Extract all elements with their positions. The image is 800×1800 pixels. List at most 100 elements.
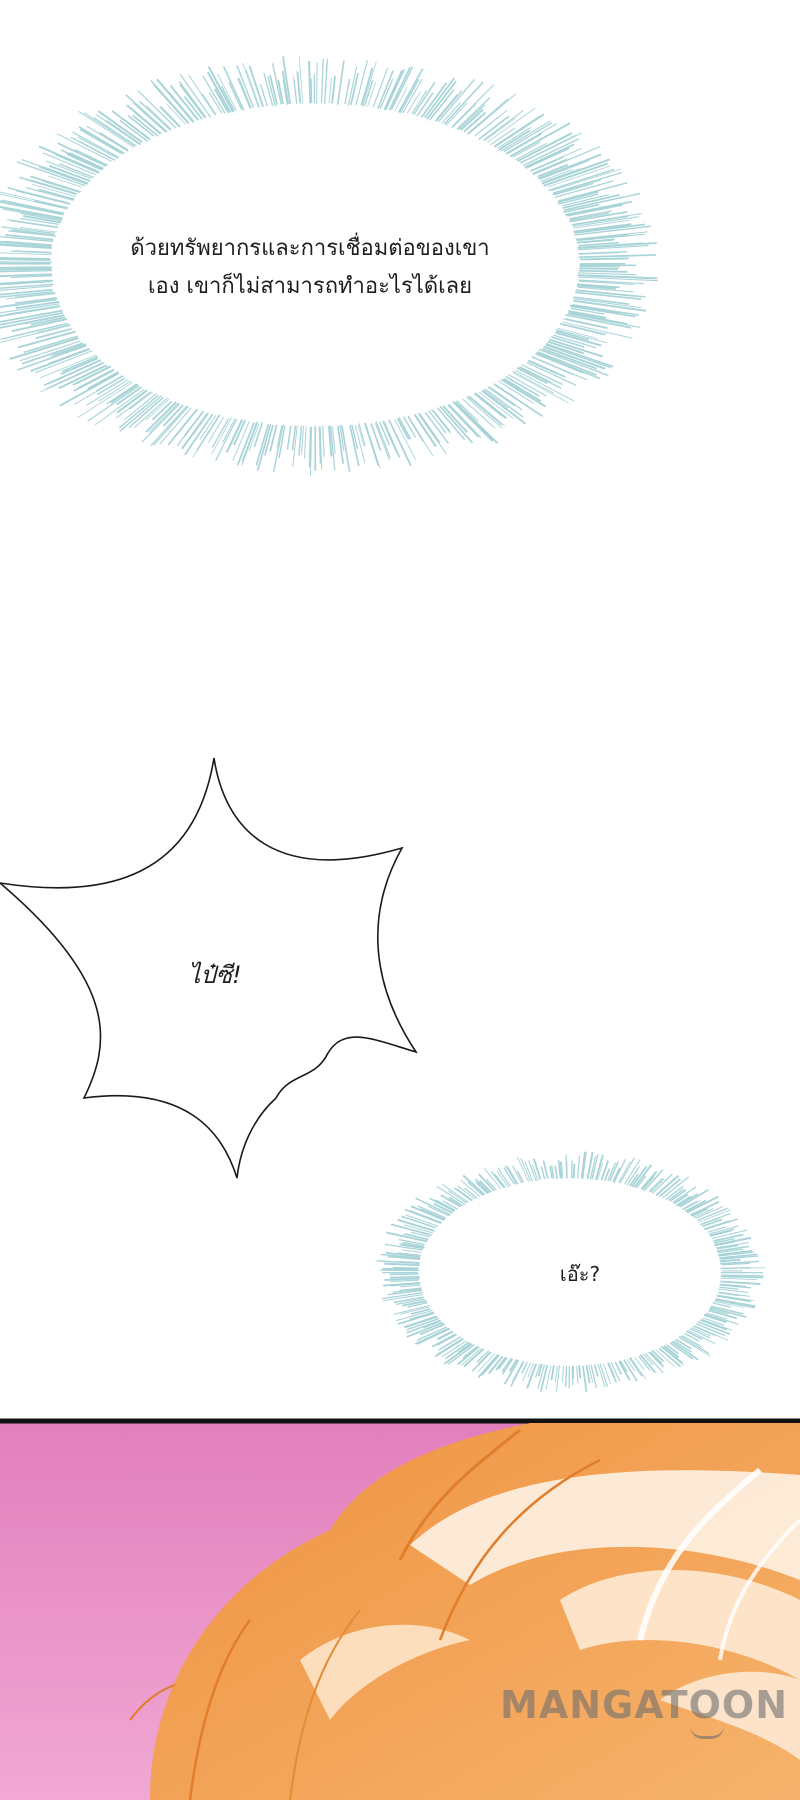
mangatoon-watermark: MANGATOON [500, 1683, 789, 1727]
speed-line [48, 175, 83, 188]
speed-line [638, 1355, 651, 1371]
speed-line [66, 153, 103, 171]
speed-line [500, 120, 551, 152]
speed-line [577, 274, 658, 280]
speed-line [303, 426, 307, 459]
speed-line [662, 1176, 689, 1199]
speed-line [5, 293, 56, 300]
speed-line [559, 1161, 564, 1179]
speed-line [7, 187, 70, 204]
speed-line [556, 328, 607, 344]
speed-line [585, 1364, 591, 1384]
speed-line [490, 127, 516, 146]
speed-line [385, 68, 405, 110]
speed-line [438, 1336, 462, 1351]
speed-line [720, 1280, 761, 1285]
speed-line [572, 216, 640, 228]
speed-line [441, 1340, 467, 1358]
speed-line [547, 165, 611, 188]
speed-line [423, 1320, 442, 1329]
speed-line [535, 1363, 541, 1378]
speed-line [151, 400, 173, 421]
speed-line [539, 1364, 549, 1392]
speed-line [403, 1224, 434, 1234]
speed-line [576, 1366, 579, 1384]
speed-line [145, 398, 170, 421]
speed-line [176, 410, 205, 447]
speed-line [574, 223, 646, 234]
speed-line [469, 395, 505, 427]
speed-line [604, 1168, 611, 1182]
speed-line [0, 200, 64, 215]
speed-line [60, 357, 99, 375]
speed-line [576, 283, 620, 289]
speed-line [643, 1169, 664, 1192]
speed-line [435, 89, 463, 122]
speed-line [309, 78, 313, 104]
speed-line [410, 1231, 430, 1238]
speed-line [458, 104, 486, 131]
speed-line [21, 342, 84, 365]
speed-line [456, 97, 491, 130]
speed-line [709, 1306, 747, 1318]
speed-line [683, 1200, 701, 1211]
speed-line [698, 1209, 731, 1223]
speed-line [493, 1173, 506, 1189]
speed-line [145, 401, 177, 433]
speed-line [460, 108, 484, 131]
speed-line [131, 114, 159, 137]
speed-line [543, 162, 609, 187]
speed-line [716, 1295, 752, 1303]
speed-line [711, 1229, 748, 1240]
speed-line [417, 412, 447, 455]
speed-line [555, 329, 590, 341]
speed-line [126, 104, 162, 135]
speed-line [655, 1349, 675, 1368]
speed-line [118, 394, 159, 429]
speed-line [256, 424, 272, 471]
speed-line [436, 407, 466, 441]
speed-line [578, 279, 645, 285]
speed-line [276, 425, 283, 449]
speed-line [35, 350, 93, 374]
speed-line [626, 1165, 641, 1186]
speed-line [516, 367, 548, 385]
speed-line [1, 226, 55, 235]
speed-line [599, 1363, 609, 1387]
speed-line [570, 305, 636, 318]
speed-line [447, 1343, 475, 1365]
speed-line [684, 1332, 700, 1342]
speed-line [395, 1309, 433, 1322]
speed-line [661, 1345, 684, 1364]
speed-line [8, 229, 56, 237]
speed-line [382, 1267, 419, 1271]
speed-line [379, 78, 394, 110]
speed-line [669, 1342, 694, 1360]
speed-line [390, 1275, 420, 1279]
speed-line [526, 1363, 538, 1389]
speed-line [704, 1313, 739, 1325]
speed-line [286, 425, 292, 450]
speed-line [337, 426, 345, 464]
speed-line [86, 379, 129, 406]
speed-line [578, 241, 620, 247]
speed-line [562, 321, 632, 339]
speed-line [567, 313, 641, 329]
speed-line [397, 1312, 435, 1325]
speed-line [291, 425, 297, 451]
thought-bubble-1-text: ด้วยทรัพยากรและการเชื่อมต่อของเขา เอง เข… [130, 236, 490, 299]
speed-line [0, 193, 68, 210]
speed-line [0, 273, 52, 278]
speed-line [565, 1155, 568, 1178]
speed-line [97, 110, 143, 143]
speed-line [48, 164, 91, 182]
speed-line [403, 416, 417, 438]
speed-line [125, 94, 168, 133]
speed-line [357, 424, 365, 447]
speed-line [16, 161, 86, 187]
speed-line [375, 421, 391, 458]
speed-line [545, 344, 612, 369]
speed-line [709, 1225, 739, 1235]
speed-line [179, 84, 206, 119]
